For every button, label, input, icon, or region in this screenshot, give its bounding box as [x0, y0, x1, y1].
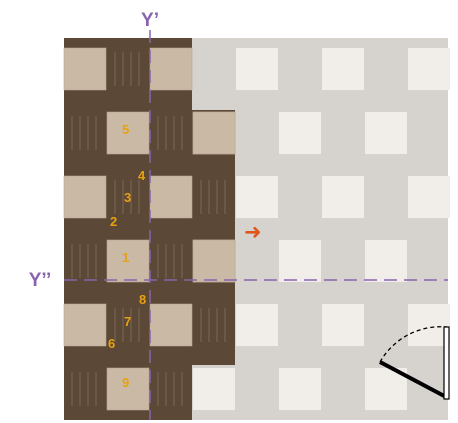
- tile-number-6: 6: [108, 336, 115, 351]
- wood-background-left: [64, 38, 192, 420]
- light-tile: [279, 112, 321, 154]
- tile-number-9: 9: [122, 375, 129, 390]
- tile-number-3: 3: [124, 190, 131, 205]
- dark-tile: [106, 239, 150, 283]
- dark-tile: [149, 175, 193, 219]
- light-tile: [322, 304, 364, 346]
- door-leaf: [379, 360, 449, 400]
- door-swing-arc: [379, 326, 448, 363]
- light-tile: [408, 48, 450, 90]
- light-tile: [279, 368, 321, 410]
- horizontal-axis-label: Y’’: [29, 270, 52, 291]
- light-tile: [365, 112, 407, 154]
- light-tile: [408, 304, 450, 346]
- tile-number-8: 8: [139, 292, 146, 307]
- dark-tile: [149, 303, 193, 347]
- light-tile: [236, 48, 278, 90]
- tile-number-4: 4: [138, 168, 146, 183]
- light-tile: [236, 304, 278, 346]
- dark-tile: [63, 47, 107, 91]
- light-tile: [322, 48, 364, 90]
- light-tile: [279, 240, 321, 282]
- tile-number-2: 2: [110, 214, 117, 229]
- tile-number-7: 7: [124, 314, 131, 329]
- light-tile: [408, 176, 450, 218]
- dark-tile-grid: [63, 47, 236, 411]
- light-tile: [322, 176, 364, 218]
- dark-tile: [63, 303, 107, 347]
- dark-tile: [63, 175, 107, 219]
- tile-number-labels: 1 2 3 4 5 6 7 8 9: [108, 122, 146, 390]
- direction-arrow-icon: ➜: [244, 220, 262, 244]
- dark-tile: [149, 47, 193, 91]
- light-tile: [365, 240, 407, 282]
- wood-plank-lines: [71, 52, 226, 406]
- wood-pattern-area: [63, 38, 236, 420]
- light-tile: [236, 176, 278, 218]
- door-frame: [443, 326, 450, 400]
- light-tile: [193, 368, 235, 410]
- vertical-axis-label: Y’: [141, 10, 159, 31]
- dark-tile: [192, 239, 236, 283]
- dark-tile: [106, 111, 150, 155]
- dark-tile: [192, 111, 236, 155]
- light-tile: [365, 368, 407, 410]
- door-swing-icon: [379, 326, 450, 400]
- dark-tile: [106, 367, 150, 411]
- tile-number-1: 1: [122, 250, 129, 265]
- tile-number-5: 5: [122, 122, 129, 137]
